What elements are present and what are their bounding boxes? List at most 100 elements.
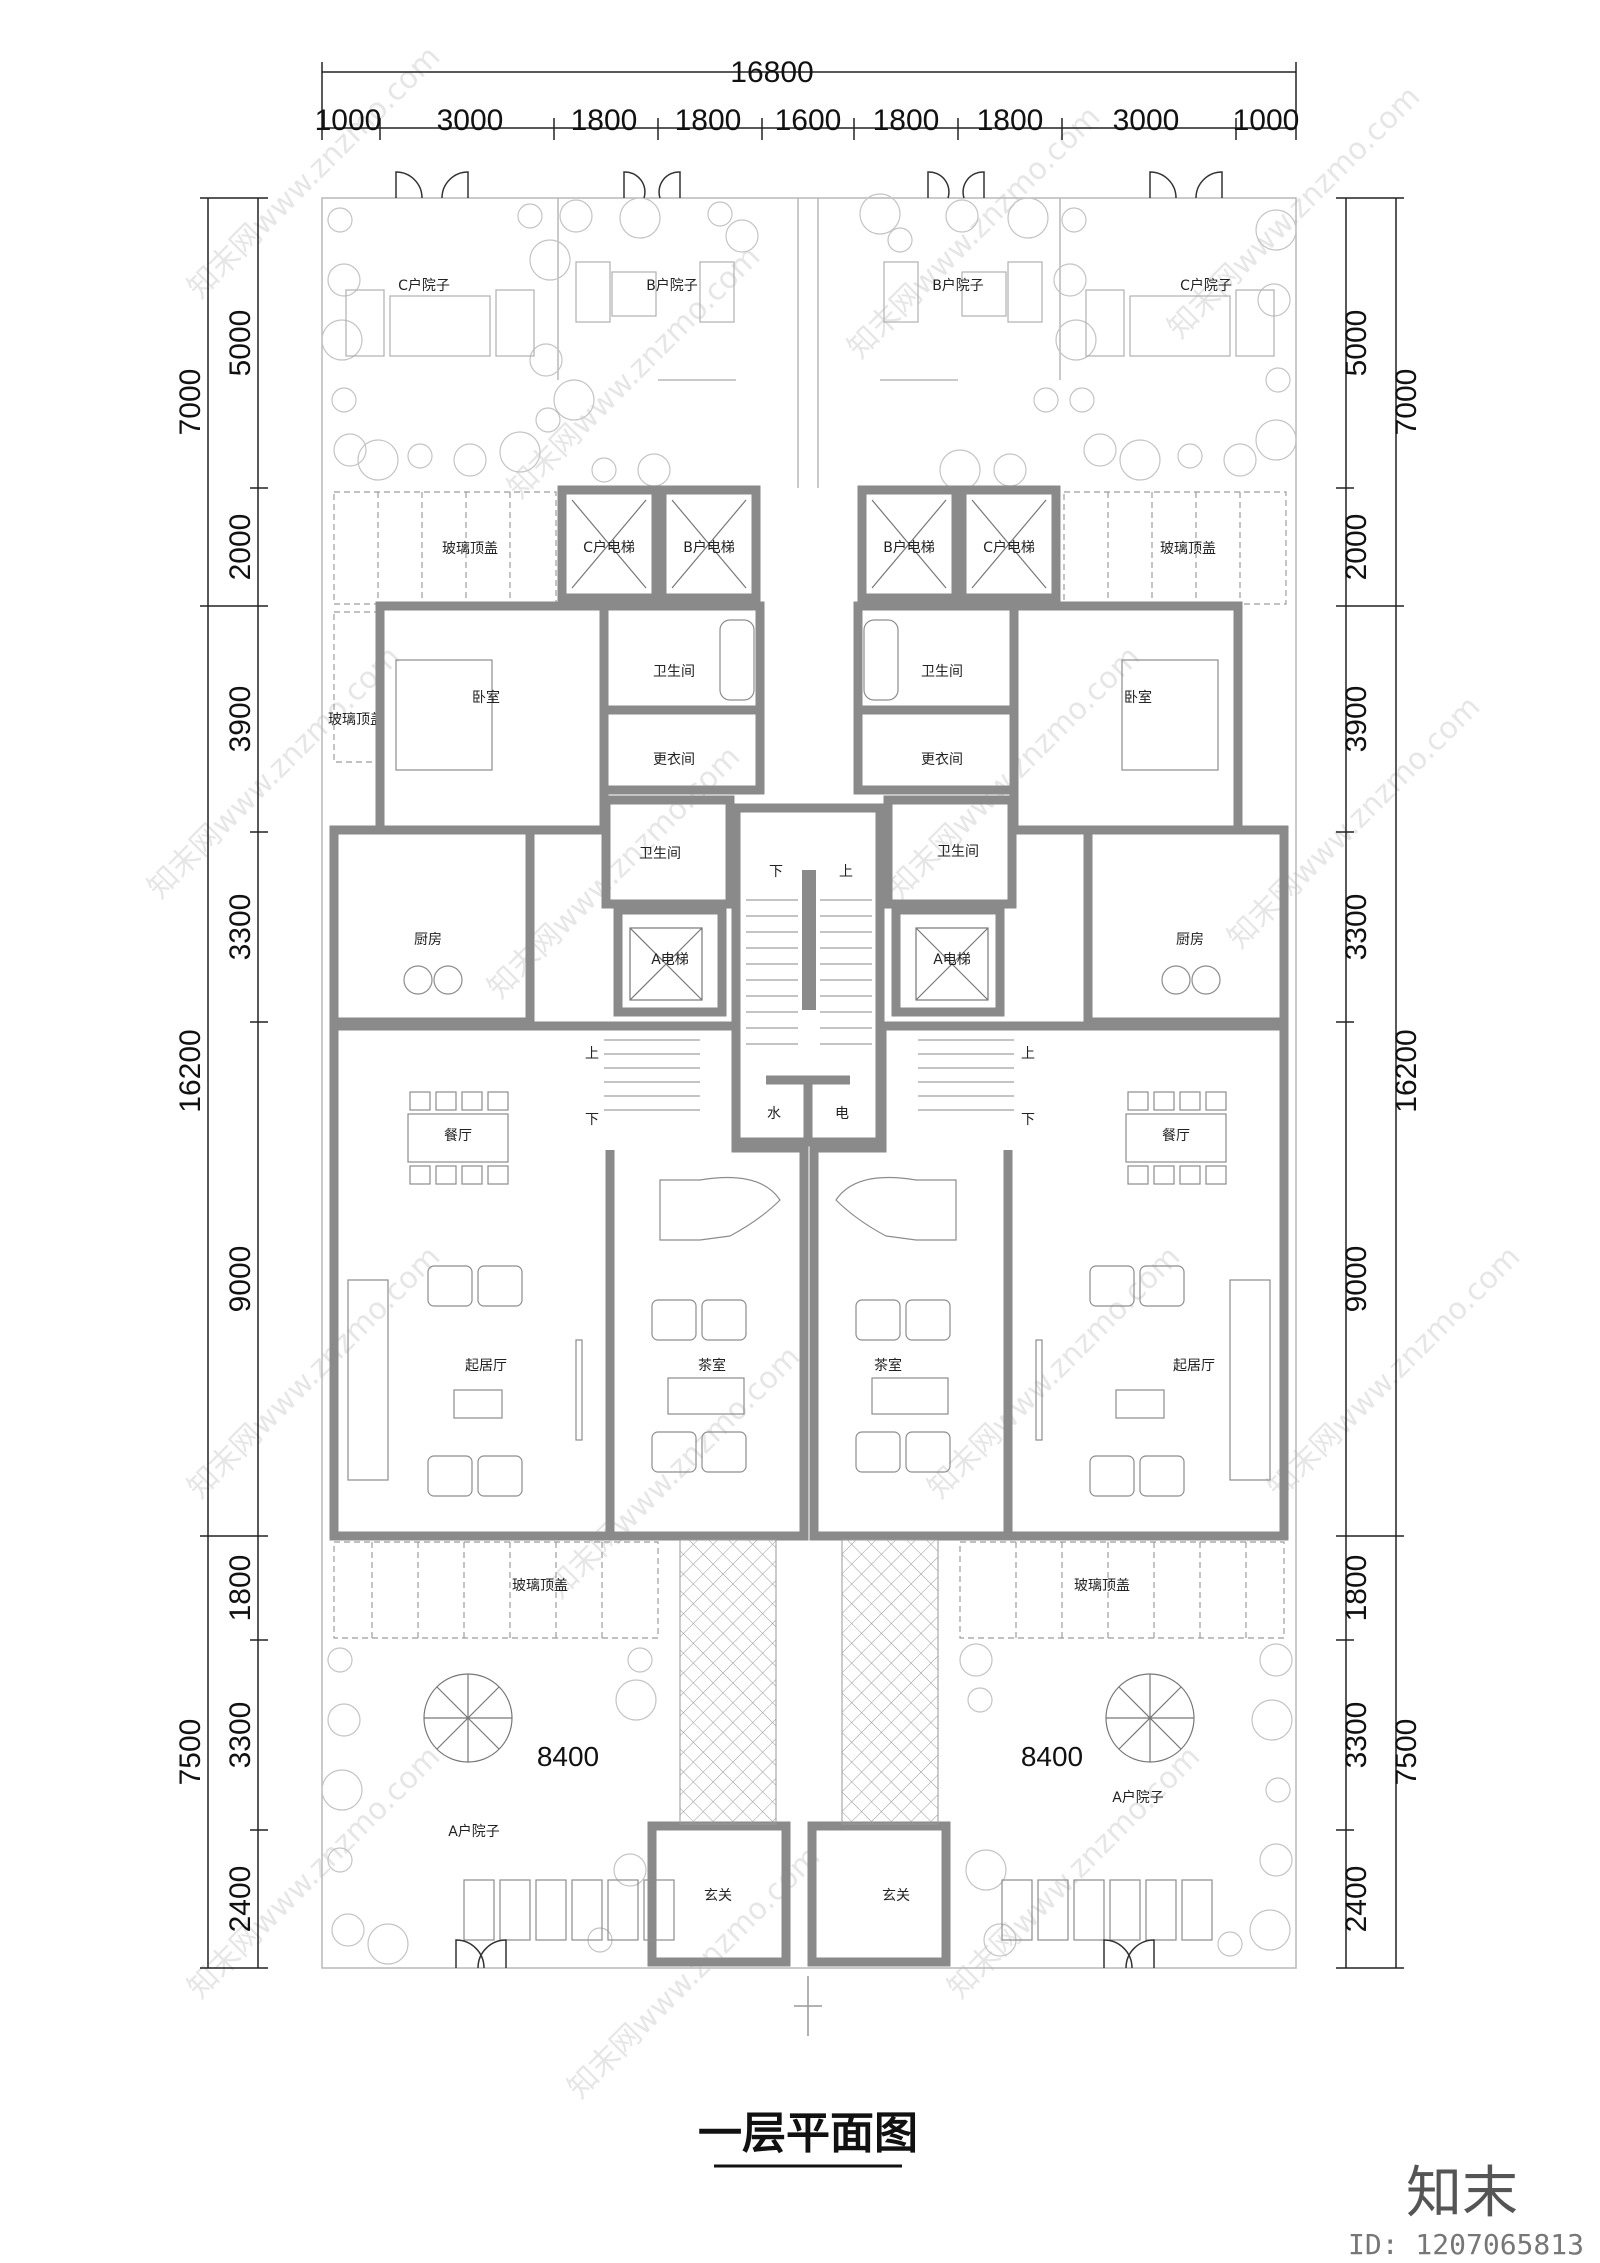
label-water: 水 — [767, 1106, 781, 1122]
dining-chair — [1127, 1091, 1149, 1111]
label-down-left: 下 — [585, 1112, 599, 1128]
label-electric: 电 — [835, 1106, 849, 1122]
label-glass-roof-top-right: 玻璃顶盖 — [1160, 540, 1216, 557]
label-dining-right: 餐厅 — [1162, 1128, 1190, 1144]
shrub — [1217, 1931, 1243, 1957]
dim-right-outer-1: 7000 — [1390, 369, 1423, 436]
shrub — [529, 343, 563, 377]
label-b-yard-left: B户院子 — [646, 277, 698, 294]
dining-chair — [1153, 1091, 1175, 1111]
shrub — [965, 1849, 1007, 1891]
shrub — [327, 1647, 353, 1673]
shrub — [327, 1847, 353, 1873]
dim-yard-width-left: 8400 — [537, 1741, 599, 1772]
armchair — [477, 1265, 523, 1307]
piano — [835, 1177, 957, 1241]
shrub — [1259, 1843, 1293, 1877]
lounge-bench — [1073, 1879, 1105, 1941]
dim-right-inner-8: 2400 — [1340, 1866, 1373, 1933]
bathtub — [863, 619, 899, 701]
dim-top-8: 3000 — [1113, 104, 1180, 137]
armchair — [1089, 1265, 1135, 1307]
yard-umbrellas — [423, 1673, 1195, 1763]
dim-right-outer: 7000 16200 7500 — [1390, 369, 1423, 1786]
label-closet-left: 更衣间 — [653, 752, 695, 768]
dining-chair — [1205, 1165, 1227, 1185]
shrub — [559, 199, 593, 233]
dining-table — [1125, 1113, 1227, 1163]
shrub — [321, 319, 363, 361]
lounge-bench — [1181, 1879, 1213, 1941]
label-b-elevator-left: B户电梯 — [683, 539, 735, 556]
dim-right-outer-2: 16200 — [1390, 1029, 1423, 1112]
dimension-lines — [200, 62, 1404, 1969]
label-stair-down: 下 — [769, 864, 783, 880]
shrub — [1069, 387, 1095, 413]
dim-top-2: 3000 — [437, 104, 504, 137]
watermark-text: 知末网www.znzmo.com — [841, 99, 1107, 365]
dining-chair — [435, 1091, 457, 1111]
label-kitchen-right: 厨房 — [1176, 932, 1204, 948]
shrub — [591, 457, 617, 483]
shrub — [945, 199, 979, 233]
shrub — [1007, 197, 1049, 239]
shrub — [407, 443, 433, 469]
furniture — [347, 619, 1271, 1941]
shrub — [725, 219, 759, 253]
dim-right-inner-3: 3900 — [1340, 686, 1373, 753]
dining-chair — [409, 1165, 431, 1185]
stool — [433, 965, 463, 995]
armchair — [855, 1431, 901, 1473]
armchair — [905, 1299, 951, 1341]
stool — [403, 965, 433, 995]
shrub — [1223, 443, 1257, 477]
bed — [1121, 659, 1219, 771]
label-a-elevator-left: A电梯 — [651, 952, 689, 968]
shrub — [331, 387, 357, 413]
shrub — [859, 193, 901, 235]
coffee-table — [1115, 1389, 1165, 1419]
lounge-bench — [1145, 1879, 1177, 1941]
armchair — [701, 1431, 747, 1473]
label-closet-right: 更衣间 — [921, 752, 963, 768]
dim-right-inner-2: 2000 — [1340, 514, 1373, 581]
armchair — [651, 1299, 697, 1341]
dim-right-inner-7: 3300 — [1340, 1702, 1373, 1769]
shrub — [321, 1769, 363, 1811]
shrub — [1259, 1643, 1293, 1677]
shrub — [331, 1913, 365, 1947]
label-bath-lower-left: 卫生间 — [639, 846, 681, 862]
lounge-bench — [1001, 1879, 1033, 1941]
watermark-text: 知末网www.znzmo.com — [181, 1239, 447, 1505]
shrub — [1265, 367, 1291, 393]
stairs — [604, 870, 1014, 1111]
lounge-bench — [463, 1879, 495, 1941]
tea-table — [667, 1377, 745, 1415]
tv-panel — [1035, 1339, 1043, 1441]
shrub — [1083, 433, 1117, 467]
shrub — [1119, 439, 1161, 481]
dim-left-inner-4: 3300 — [224, 894, 257, 961]
label-down-right: 下 — [1021, 1112, 1035, 1128]
piano — [659, 1177, 781, 1241]
dim-left-inner-6: 1800 — [224, 1555, 257, 1622]
label-tea-right: 茶室 — [874, 1357, 902, 1374]
watermark-text: 知末网www.znzmo.com — [921, 1239, 1187, 1505]
dim-right-inner: 5000 2000 3900 3300 9000 1800 3300 2400 — [1340, 310, 1373, 1933]
armchair — [477, 1455, 523, 1497]
dim-left-inner: 5000 2000 3900 3300 9000 1800 3300 2400 — [224, 310, 257, 1933]
shrub — [1061, 207, 1087, 233]
shrub — [939, 449, 981, 491]
dining-chair — [1205, 1091, 1227, 1111]
bathtub — [719, 619, 755, 701]
armchair — [651, 1431, 697, 1473]
dim-left-outer-3: 7500 — [174, 1719, 207, 1786]
shrub — [959, 1643, 993, 1677]
dining-chair — [461, 1165, 483, 1185]
shrub — [1053, 263, 1087, 297]
watermark-text: 知末网www.znzmo.com — [181, 1739, 447, 2005]
label-living-right: 起居厅 — [1173, 1358, 1215, 1374]
shrub — [1249, 1909, 1291, 1951]
label-bath-upper-right: 卫生间 — [921, 664, 963, 680]
